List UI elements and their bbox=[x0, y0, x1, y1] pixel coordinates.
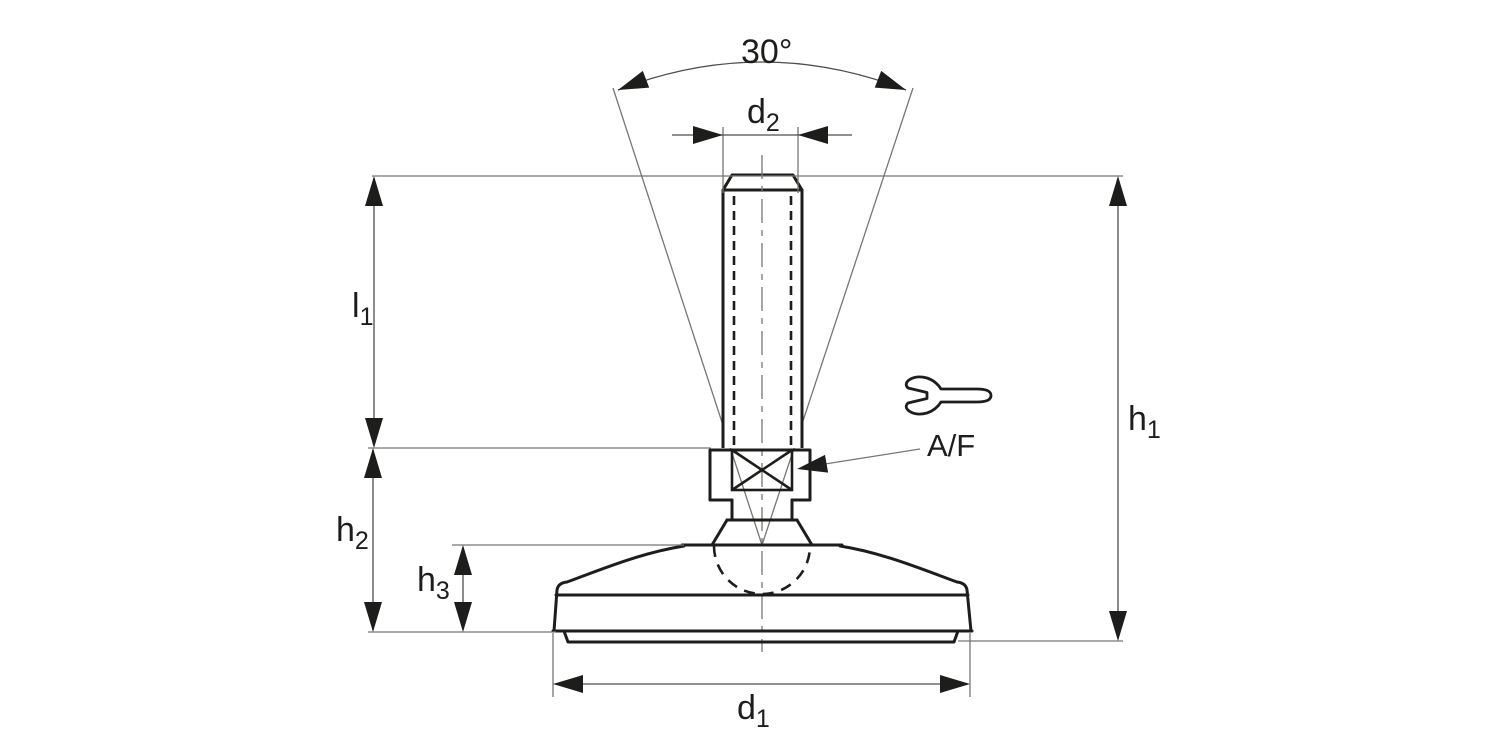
arrowheads bbox=[364, 70, 1127, 693]
base-pad bbox=[562, 629, 960, 644]
dimension-labels: 30° d2 l1 h1 h2 h3 d1 A/F bbox=[336, 33, 1161, 733]
label-h3: h3 bbox=[417, 561, 450, 605]
wrench-icon bbox=[904, 375, 993, 416]
label-d2: d2 bbox=[747, 93, 780, 137]
af-leader-arrow bbox=[797, 454, 829, 473]
wrench-flat-face bbox=[730, 448, 794, 492]
label-h2: h2 bbox=[336, 511, 369, 555]
swivel-cone-lines bbox=[612, 87, 914, 546]
label-angle: 30° bbox=[741, 33, 792, 71]
foot-base bbox=[551, 543, 974, 644]
angle-arc bbox=[617, 61, 907, 91]
label-af: A/F bbox=[927, 428, 975, 463]
extension-lines bbox=[368, 127, 1123, 697]
label-l1: l1 bbox=[352, 287, 373, 331]
label-d1: d1 bbox=[737, 689, 770, 733]
cross-marking bbox=[731, 448, 793, 492]
hex-collar bbox=[708, 448, 814, 547]
label-h1: h1 bbox=[1128, 400, 1161, 444]
ball-joint-dashed bbox=[712, 545, 812, 596]
